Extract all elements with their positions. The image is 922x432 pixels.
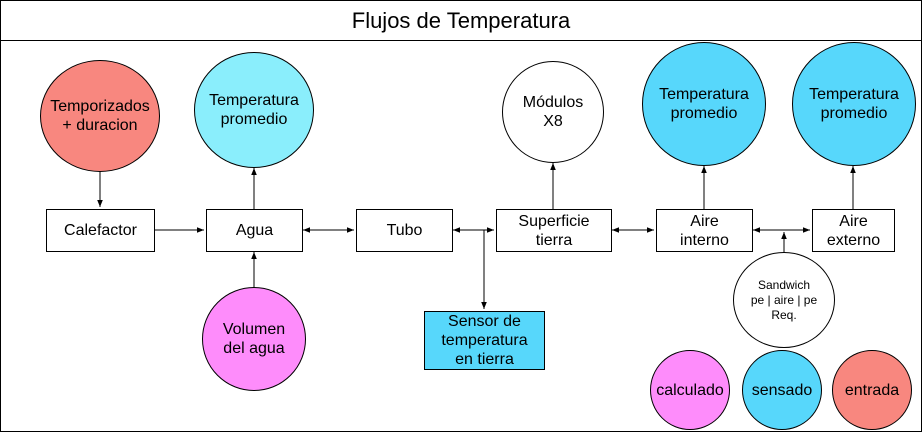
- node-modulos: Módulos X8: [502, 61, 604, 163]
- legend-sensado: sensado: [742, 350, 822, 430]
- node-aire-externo: Aire externo: [812, 209, 895, 252]
- node-label: Aire externo: [826, 212, 881, 249]
- node-label: Temporizados + duracion: [50, 98, 150, 134]
- node-label: Superficie tierra: [518, 212, 590, 249]
- node-sandwich: Sandwich pe | aire | pe Req.: [733, 252, 835, 348]
- node-aire-interno: Aire interno: [656, 209, 753, 252]
- node-label: Temperatura promedio: [209, 92, 299, 128]
- legend-label: calculado: [656, 381, 724, 399]
- node-label: Volumen del agua: [222, 321, 286, 357]
- legend-label: sensado: [751, 381, 813, 399]
- legend-label: entrada: [844, 381, 900, 399]
- node-label: Calefactor: [64, 222, 137, 239]
- node-tubo: Tubo: [356, 209, 453, 252]
- node-temperatura-aire-interno: Temperatura promedio: [642, 42, 766, 166]
- node-label: Temperatura promedio: [809, 86, 899, 122]
- node-temperatura-aire-externo: Temperatura promedio: [792, 42, 916, 166]
- node-label: Temperatura promedio: [659, 86, 749, 122]
- node-label: Sandwich pe | aire | pe Req.: [750, 277, 818, 322]
- node-superficie-tierra: Superficie tierra: [496, 209, 612, 252]
- node-agua: Agua: [206, 209, 303, 252]
- diagram-title: Flujos de Temperatura: [1, 1, 921, 41]
- node-label: Aire interno: [680, 212, 729, 249]
- legend-entrada: entrada: [832, 350, 912, 430]
- legend-calculado: calculado: [650, 350, 730, 430]
- node-calefactor: Calefactor: [46, 209, 155, 252]
- node-label: Módulos X8: [522, 94, 584, 130]
- node-temporizados: Temporizados + duracion: [40, 60, 160, 172]
- node-temperatura-agua: Temperatura promedio: [194, 52, 314, 168]
- node-label: Tubo: [386, 222, 423, 239]
- node-label: Sensor de temperatura en tierra: [441, 313, 528, 368]
- node-volumen-agua: Volumen del agua: [202, 287, 306, 391]
- node-sensor-temperatura: Sensor de temperatura en tierra: [424, 311, 545, 370]
- node-label: Agua: [235, 222, 274, 239]
